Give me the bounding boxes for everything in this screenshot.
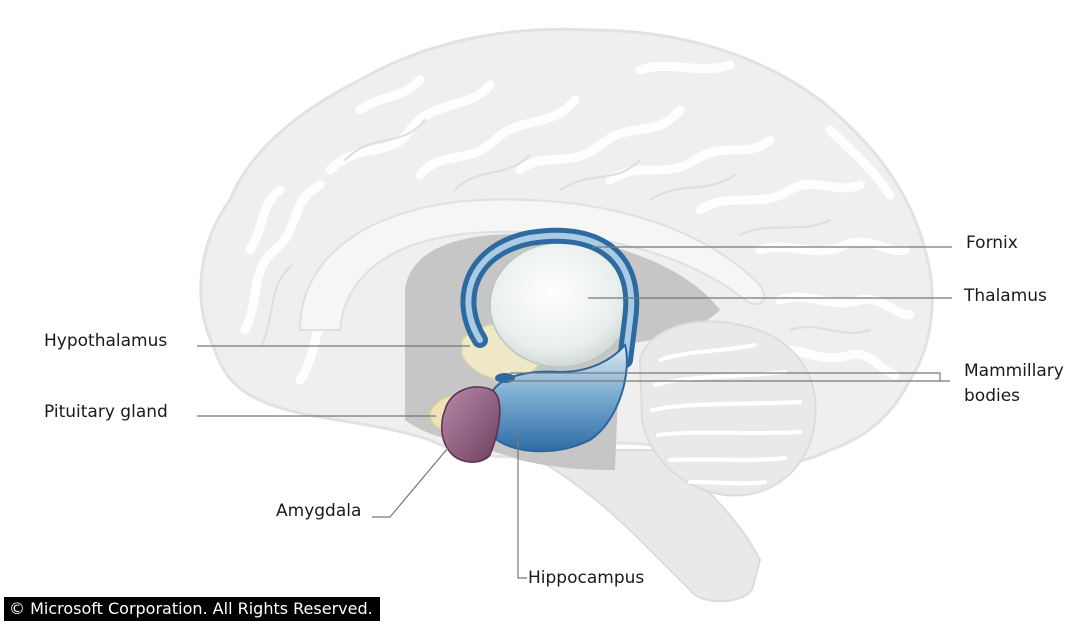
label-mammillary-line1: Mammillary <box>964 360 1064 382</box>
label-thalamus: Thalamus <box>964 285 1047 307</box>
label-amygdala: Amygdala <box>276 500 361 522</box>
amygdala-leader <box>372 436 458 517</box>
label-hypothalamus: Hypothalamus <box>44 330 167 352</box>
amygdala-shape <box>442 387 500 462</box>
label-pituitary-gland: Pituitary gland <box>44 401 168 423</box>
copyright-notice: © Microsoft Corporation. All Rights Rese… <box>4 597 380 621</box>
label-hippocampus: Hippocampus <box>528 567 644 589</box>
label-mammillary-line2: bodies <box>964 385 1020 407</box>
label-fornix: Fornix <box>966 232 1018 254</box>
